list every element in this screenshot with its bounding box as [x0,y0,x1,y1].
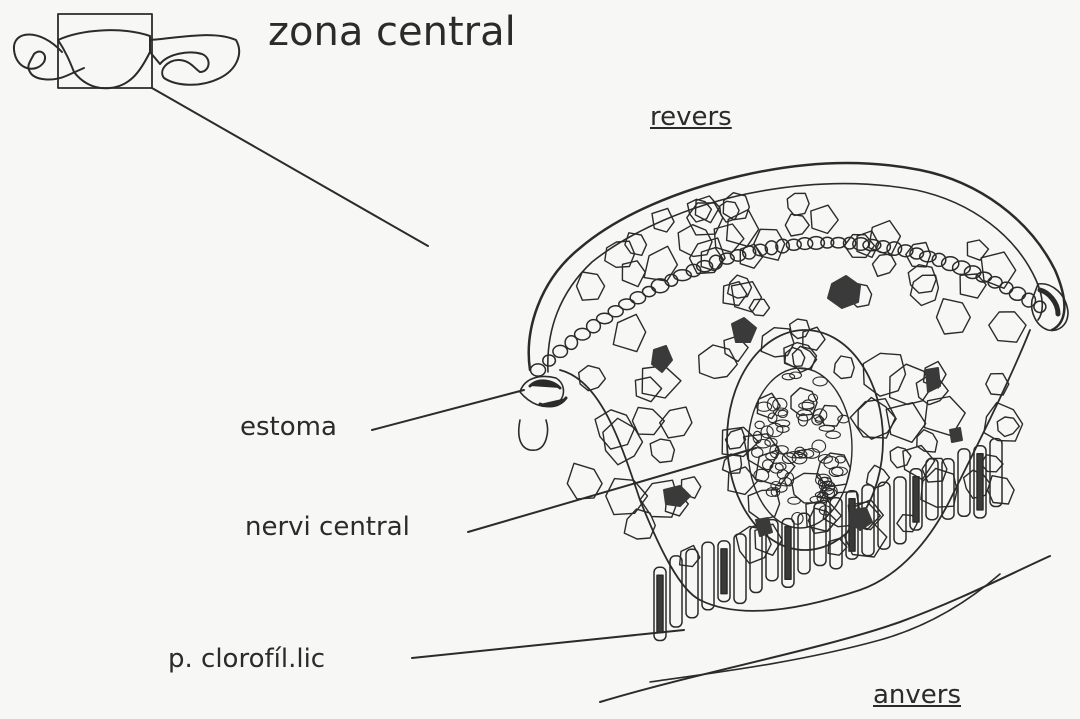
epidermis-cell [1009,287,1025,300]
parenchyma-cell [787,193,809,215]
parenchyma-cell [579,366,606,391]
parenchyma-cells [567,193,1026,567]
parenchyma-cell [603,418,643,465]
parenchyma-cell [917,430,938,452]
parenchyma-cell [644,246,677,281]
parenchyma-cell [811,205,838,233]
parenchyma-cell [981,455,1003,472]
parenchyma-cell [790,319,810,339]
vein-cell [824,457,839,469]
dark-cell [664,486,690,506]
parenchyma-cell [910,275,938,305]
parenchyma-cell [606,479,648,515]
parenchyma-cell [937,299,971,334]
dark-palisade-cell [785,527,791,580]
parenchyma-cell [632,407,664,434]
parenchyma-cell [863,353,905,396]
vein-cell [838,415,849,423]
vein-cell [788,497,801,504]
parenchyma-cell [660,407,692,438]
palisade-cell [958,449,970,516]
label-estoma: estoma [240,414,337,440]
parenchyma-cell [988,476,1014,504]
parenchyma-cell [613,314,645,351]
dark-palisade-cell [977,454,983,510]
dark-cell [828,276,860,308]
epidermis-cell [553,345,568,357]
palisade-cell [702,542,714,610]
epidermis-cell [531,364,546,376]
parenchyma-cell [989,312,1026,342]
zoom-pointer-line [152,88,428,246]
parenchyma-cell [873,254,896,276]
parenchyma-cell [625,233,647,256]
parenchyma-cell [785,348,805,367]
vein-cell [757,402,772,411]
parenchyma-cell [785,214,809,236]
epidermis-cell [619,299,635,310]
dark-palisade-cell [721,549,727,594]
stoma-left [519,377,566,451]
dark-cell [652,346,672,372]
leader-estoma [372,390,524,430]
palisade-cell [798,513,810,573]
label-revers: revers [650,104,732,130]
vein-cell [790,372,802,379]
parenchyma-cell [819,405,843,426]
diagram-title: zona central [268,12,516,52]
leader-nervi-central [468,448,756,532]
parenchyma-cell [850,399,895,438]
overview-outline-center [58,30,150,88]
vein-cell [782,374,794,380]
epidermis-cell [821,237,834,248]
vein-cell [819,425,834,431]
overview-outline-right [150,35,239,85]
palisade-cell [734,534,746,603]
leader-parenquima [412,630,684,658]
parenchyma-cell [695,196,719,223]
parenchyma-cell [622,261,645,287]
epidermis-cell [643,287,656,297]
overview-zoom-box [58,14,152,88]
vein-cell [813,377,827,386]
palisade-cell [686,549,698,618]
dark-cell [732,318,756,342]
label-anvers: anvers [873,682,961,708]
parenchyma-cell [650,439,674,462]
palisade-cell [830,498,842,569]
parenchyma-cell [857,231,879,258]
epidermis-cell [808,237,825,250]
vein-cell [826,431,841,438]
palisade-cell [894,477,906,544]
label-nervi-central: nervi central [245,514,410,540]
epidermis-cell [543,355,556,366]
parenchyma-cell [605,241,635,267]
parenchyma-cell [699,345,738,378]
dark-cell [756,518,772,536]
parenchyma-cell [726,429,746,449]
parenchyma-cell [886,403,926,443]
parenchyma-cell [577,272,605,300]
parenchyma-cell [635,377,661,402]
vein-cell [799,402,814,409]
dark-palisade-cell [657,575,663,632]
dark-palisade-cell [913,477,919,522]
palisade-cell [990,439,1002,507]
parenchyma-cell [986,374,1009,396]
epidermis-cell [1034,301,1046,312]
dark-cell [950,428,962,442]
parenchyma-cell [834,356,854,379]
label-parenquima: p. clorofíl.lic [168,646,325,672]
parenchyma-cell [960,274,986,298]
parenchyma-cell [997,417,1019,437]
vein-cell [756,440,770,448]
